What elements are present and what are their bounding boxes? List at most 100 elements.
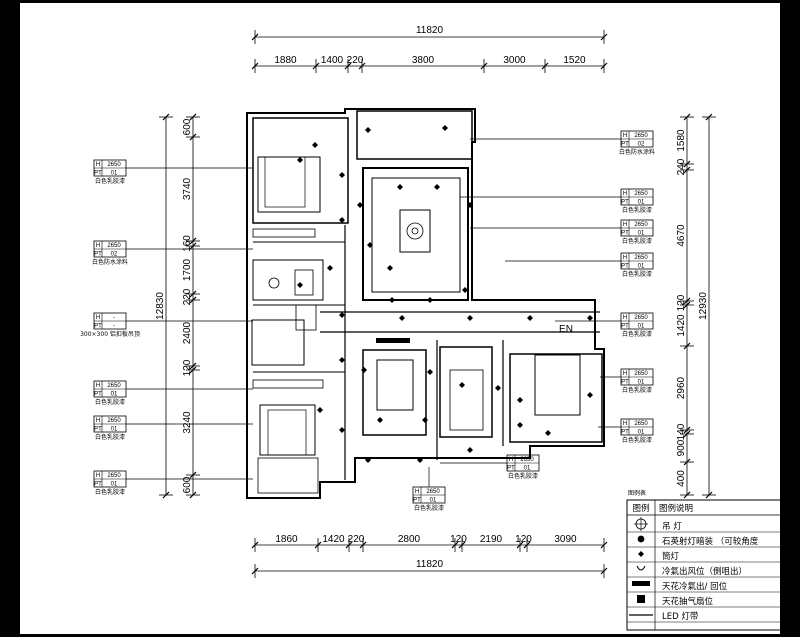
material-tag-note: 白色乳胶漆 (622, 206, 652, 214)
material-tag-height: 2650 (634, 255, 648, 261)
material-tag-paint-code: 01 (111, 482, 118, 488)
left-segment-dimension: 600 (182, 476, 193, 493)
material-tag-paint-code: 01 (638, 264, 645, 270)
left-segment-dimension: 3740 (182, 177, 193, 200)
dimension-tick (683, 430, 691, 438)
top-segment-dimension: 3000 (503, 55, 526, 66)
material-tag-paint-code: 01 (524, 466, 531, 472)
downlight-icon (517, 397, 523, 403)
material-tag-note: 白色防水涂料 (92, 258, 128, 266)
legend-col2-header: 图例说明 (659, 503, 693, 514)
dimension-tick (312, 62, 320, 70)
left-segment-dimension: 120 (182, 359, 193, 376)
material-tag-height: 2650 (107, 383, 121, 389)
dimension-tick (683, 342, 691, 350)
dimension-tick (516, 541, 524, 549)
dimension-tick (251, 567, 259, 575)
sink-1 (294, 269, 314, 296)
material-tag-note: 白色乳胶漆 (95, 488, 125, 496)
room-label: EN (559, 324, 573, 335)
exhaust-fan-icon (637, 595, 645, 603)
dimension-tick (359, 541, 367, 549)
material-tag-pt-label: PT (621, 231, 629, 237)
material-tag-height: 2650 (634, 222, 648, 228)
bottom-segment-dimension: 220 (348, 534, 365, 545)
left-segment-dimension: 2400 (182, 321, 193, 344)
downlight-icon (422, 417, 428, 423)
material-tag-note: 300×300 铝扣板吊顶 (80, 330, 140, 338)
material-tag-note: 白色乳胶漆 (95, 398, 125, 406)
living-room-ceiling (362, 167, 469, 301)
material-tag-h-label: H (623, 255, 627, 261)
shower (295, 304, 317, 331)
bottom-segment-dimension: 3090 (554, 534, 577, 545)
dimension-tick (683, 113, 691, 121)
right-segment-dimension: 1580 (676, 129, 687, 152)
downlight-icon (467, 315, 473, 321)
downlight-icon (434, 184, 440, 190)
downlight-icon (638, 551, 644, 557)
downlight-icon (339, 172, 345, 178)
downlight-icon (339, 217, 345, 223)
downlight-icon (545, 430, 551, 436)
dimension-tick (600, 33, 608, 41)
legend-frame (626, 499, 780, 631)
bottom-segment-dimension: 2800 (398, 534, 421, 545)
dimension-tick (683, 301, 691, 309)
material-tag-paint-code: 01 (638, 231, 645, 237)
kitchen-ceiling (439, 346, 493, 438)
material-tag-note: 白色乳胶漆 (622, 386, 652, 394)
material-tag-h-label: H (96, 243, 100, 249)
dining-table (376, 359, 414, 411)
material-tag-paint-code: 01 (638, 430, 645, 436)
dimension-tick (189, 491, 197, 499)
material-tag-h-label: H (96, 315, 100, 321)
bottom-segment-dimension: 1420 (322, 534, 345, 545)
legend-row-text: 天花抽气扇位 (662, 596, 714, 607)
material-tag-paint-code: - (113, 324, 115, 330)
ceiling-ac-icon (632, 581, 650, 586)
material-tag-paint-code: 01 (638, 324, 645, 330)
dimension-tick (189, 113, 197, 121)
toilet-icon (268, 277, 280, 289)
downlight-icon (417, 457, 423, 463)
pendant-light-icon (411, 227, 419, 235)
downlight-icon (467, 202, 473, 208)
downlight-icon (427, 297, 433, 303)
material-tag-pt-label: PT (94, 252, 102, 258)
material-tag-pt-label: PT (94, 324, 102, 330)
material-tag-note: 白色乳胶漆 (622, 436, 652, 444)
material-tag-h-label: H (96, 383, 100, 389)
material-tag-height: 2650 (634, 133, 648, 139)
dimension-tick (162, 113, 170, 121)
living-room-coffer (371, 177, 461, 293)
downlight-icon (517, 422, 523, 428)
dimension-tick (683, 166, 691, 174)
material-tag-note: 白色乳胶漆 (508, 472, 538, 480)
dimension-tick (189, 290, 197, 298)
downlight-icon (459, 382, 465, 388)
material-tag-h-label: H (623, 133, 627, 139)
material-tag-height: 2650 (107, 418, 121, 424)
material-tag-pt-label: PT (621, 264, 629, 270)
material-tag-paint-code: 01 (111, 392, 118, 398)
material-tag-note: 白色乳胶漆 (622, 330, 652, 338)
legend: 图例表图例图例说明吊 灯石英射灯暗装 （可较角度筒灯冷氣出风位（側咀出）天花冷氣… (626, 489, 780, 631)
material-tag: HPT--300×300 铝扣板吊顶 (80, 312, 253, 338)
legend-row-text: 石英射灯暗装 （可较角度 (662, 536, 759, 547)
dimension-tick (189, 133, 197, 141)
material-tag-note: 白色乳胶漆 (622, 237, 652, 245)
material-tag-paint-code: 01 (111, 427, 118, 433)
bed-1-inner (264, 156, 306, 208)
legend-row-text: LED 灯带 (662, 611, 699, 622)
dimension-tick (683, 426, 691, 434)
downlight-icon (527, 315, 533, 321)
top-segment-dimension: 1400 (321, 55, 344, 66)
downlight-icon (495, 385, 501, 391)
dimension-tick (189, 471, 197, 479)
material-tag-h-label: H (623, 315, 627, 321)
downlight-icon (377, 417, 383, 423)
